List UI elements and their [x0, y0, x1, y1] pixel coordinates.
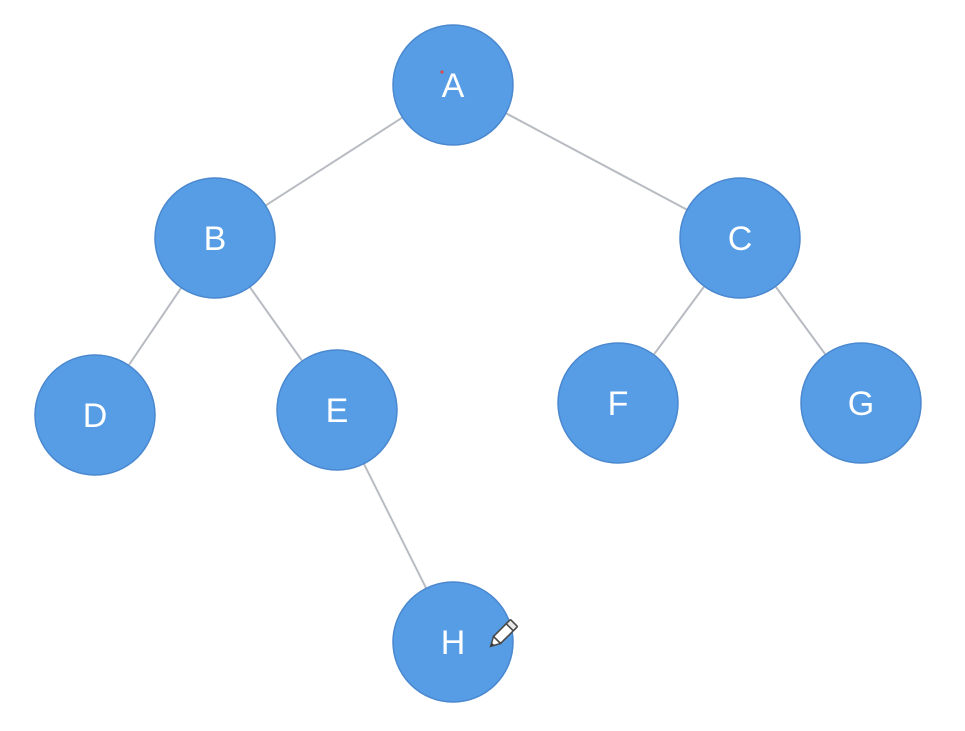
node-circle-c: [679, 177, 801, 299]
node-label-a: A: [442, 67, 465, 105]
edge-c-g: [774, 285, 827, 356]
edge-a-c: [505, 112, 688, 211]
nodes-layer: A B C D E F G H: [34, 24, 922, 703]
node-circle-g: [800, 342, 922, 464]
node-circle-d: [34, 354, 156, 476]
edge-b-e: [248, 286, 304, 362]
annotation-dot: [440, 70, 444, 74]
node-g: G: [800, 342, 922, 464]
node-d: D: [34, 354, 156, 476]
edge-e-h: [362, 463, 428, 589]
node-circle-h: [392, 581, 514, 703]
node-label-g: G: [848, 385, 874, 423]
node-label-d: D: [83, 397, 108, 435]
node-circle-b: [154, 177, 276, 299]
node-circle-f: [557, 342, 679, 464]
node-label-h: H: [441, 624, 466, 662]
node-label-b: B: [204, 220, 227, 258]
pencil-icon: [489, 619, 518, 648]
node-label-c: C: [728, 220, 753, 258]
edge-c-f: [652, 285, 706, 356]
edge-a-b: [264, 116, 404, 207]
node-b: B: [154, 177, 276, 299]
node-h: H: [392, 581, 514, 703]
node-a: A: [392, 24, 514, 146]
node-f: F: [557, 342, 679, 464]
edges-layer: [127, 112, 827, 589]
node-c: C: [679, 177, 801, 299]
node-circle-a: [392, 24, 514, 146]
node-circle-e: [276, 349, 398, 471]
node-label-f: F: [608, 385, 629, 423]
node-e: E: [276, 349, 398, 471]
node-label-e: E: [326, 392, 349, 430]
edge-b-d: [127, 287, 183, 366]
